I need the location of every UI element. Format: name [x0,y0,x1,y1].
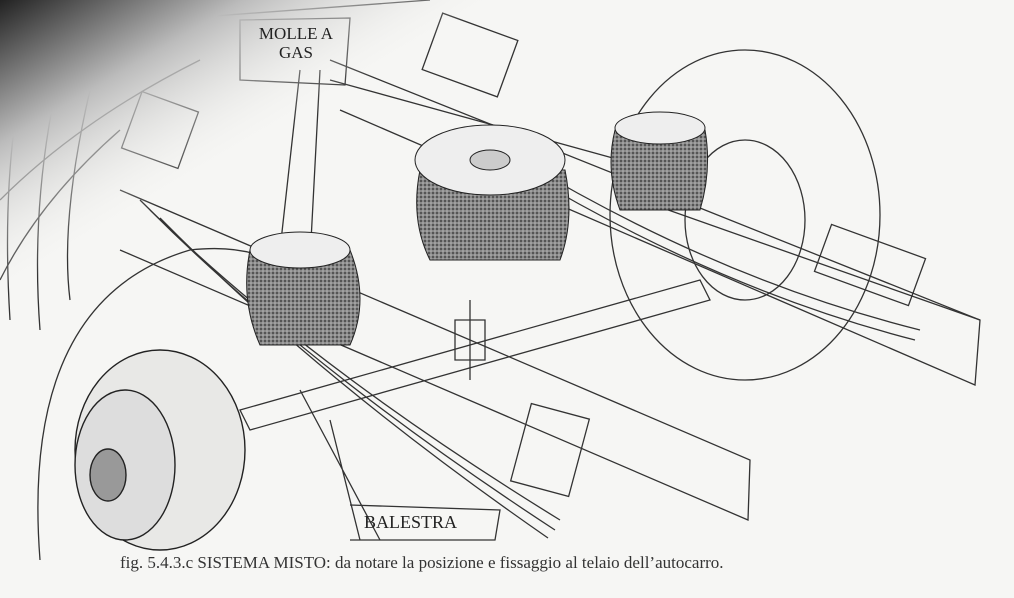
figure-caption: fig. 5.4.3.c SISTEMA MISTO: da notare la… [120,553,724,572]
label-molle-line1: MOLLE A [258,24,334,43]
label-balestra: BALESTRA [364,512,458,532]
label-molle-a-gas: MOLLE A GAS [246,24,346,62]
label-molle-line2: GAS [278,43,313,62]
